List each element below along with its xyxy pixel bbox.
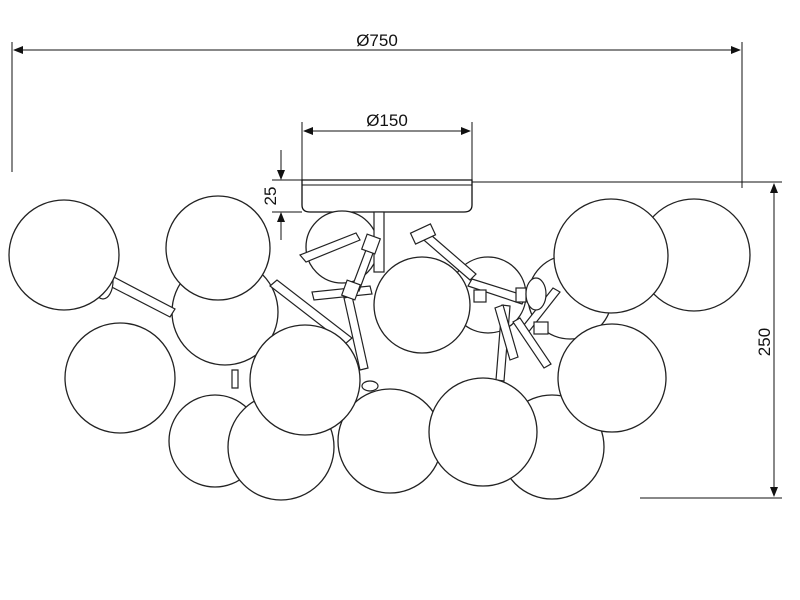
arm — [298, 232, 361, 263]
globe — [373, 256, 471, 354]
canopy-height-label: 25 — [261, 187, 280, 206]
socket — [525, 277, 547, 311]
globe — [64, 322, 176, 434]
socket — [533, 321, 549, 335]
arm — [103, 274, 176, 318]
canopy-diameter-label: Ø150 — [366, 111, 408, 130]
overall-diameter-label: Ø750 — [356, 31, 398, 50]
arm — [494, 304, 519, 361]
canopy-outline — [301, 179, 473, 213]
socket — [473, 289, 487, 303]
socket — [360, 233, 382, 255]
arm — [231, 369, 239, 389]
arm — [269, 279, 353, 345]
canopy-diameter-dimension: Ø150 — [301, 111, 473, 180]
arm — [512, 317, 552, 369]
overall-diameter-dimension: Ø750 — [11, 31, 743, 188]
overall-height-label: 250 — [755, 328, 774, 356]
globe — [553, 198, 669, 314]
globe — [249, 324, 361, 436]
canopy-plate — [301, 179, 473, 213]
socket — [361, 380, 379, 392]
socket — [515, 287, 527, 303]
front-globes — [8, 195, 669, 487]
globe — [165, 195, 271, 301]
socket — [409, 223, 437, 245]
globe — [557, 323, 667, 433]
globe — [8, 199, 120, 311]
overall-height-dimension: 250 — [472, 181, 782, 499]
socket — [340, 279, 362, 301]
canopy-height-dimension: 25 — [261, 150, 302, 240]
globe — [428, 377, 538, 487]
